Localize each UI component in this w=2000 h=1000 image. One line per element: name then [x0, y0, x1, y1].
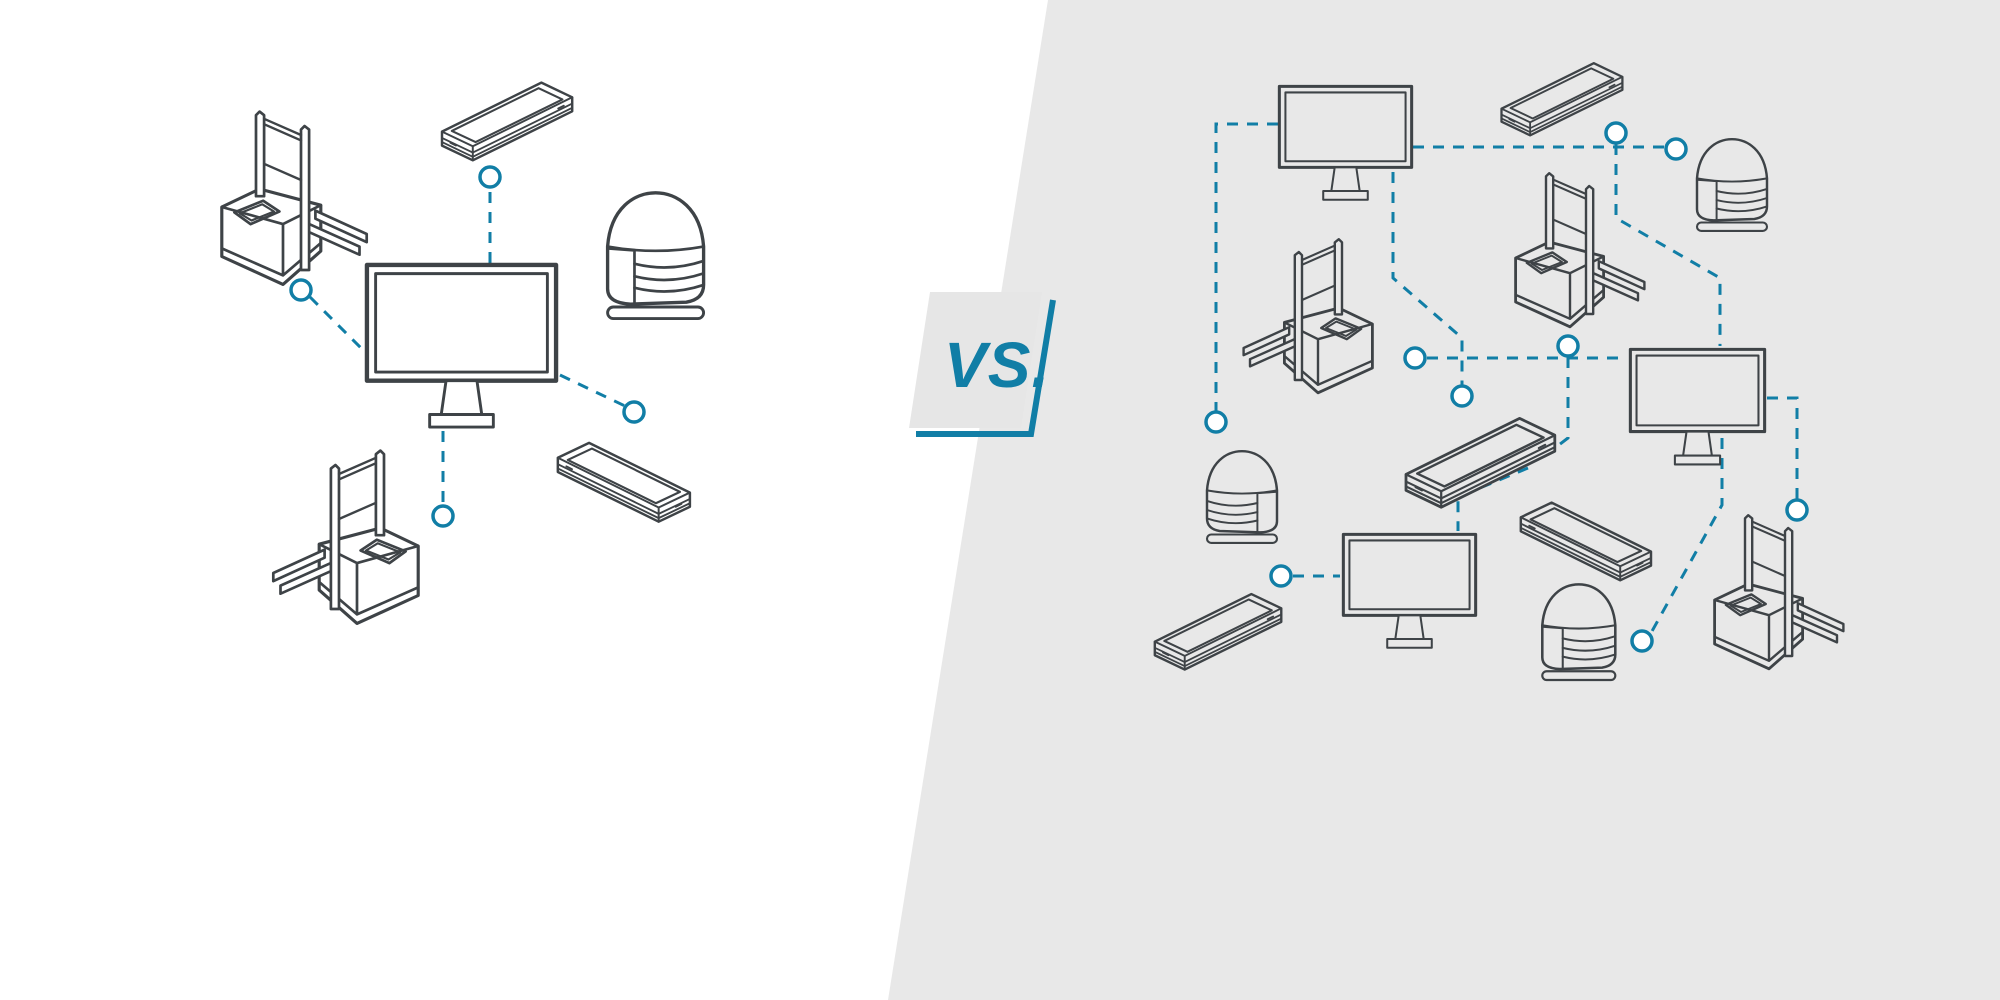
dome-agv-icon [1205, 449, 1279, 545]
connection-node [1556, 334, 1580, 358]
flat-agv-icon [556, 441, 692, 523]
connection-line [559, 373, 626, 408]
vs-badge-background [909, 292, 1042, 428]
connection-node [1403, 346, 1427, 370]
connection-node [431, 504, 455, 528]
connection-node [289, 278, 313, 302]
connection-line [1767, 396, 1799, 499]
flat-agv-icon [440, 81, 574, 162]
connection-line [1614, 144, 1722, 346]
connection-node [1664, 137, 1688, 161]
connection-node [1630, 629, 1654, 653]
connection-node [478, 165, 502, 189]
vs-badge: VS. [909, 292, 1056, 437]
diagram-decentralized-fleet [1153, 62, 1845, 682]
dome-agv-icon [605, 191, 706, 321]
diagram-centralized-fleet [220, 81, 706, 625]
connection-line [1456, 466, 1529, 531]
connection-node [1269, 564, 1293, 588]
vs-label: VS. [944, 329, 1050, 401]
connection-node [1604, 121, 1628, 145]
vs-badge-accent-border [916, 299, 1056, 437]
forklift-agv-icon [271, 449, 420, 625]
connection-line [1214, 122, 1278, 411]
dome-agv-icon [1695, 137, 1769, 233]
connection-line [1391, 172, 1464, 385]
connection-node [1204, 410, 1228, 434]
connection-line [1649, 438, 1724, 634]
dome-agv-icon [1541, 583, 1617, 682]
control-monitor-icon [367, 265, 556, 427]
connection-node [1450, 384, 1474, 408]
connection-node [622, 400, 646, 424]
connection-line [308, 295, 365, 352]
connection-node [1785, 498, 1809, 522]
forklift-agv-icon [220, 110, 369, 286]
